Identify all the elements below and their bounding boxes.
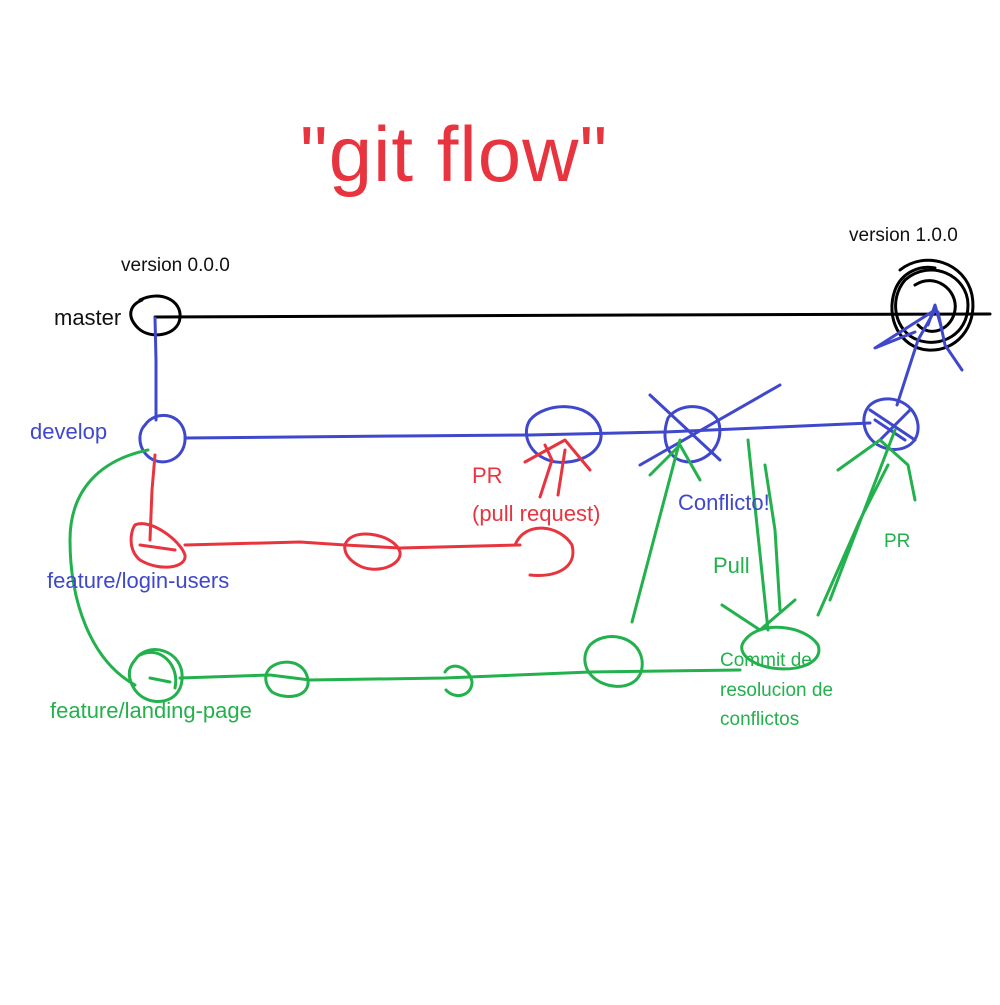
diagram-title: "git flow" [300,110,609,198]
feature-landing-commit-2 [264,660,310,698]
develop-commit-pr [524,405,603,464]
master-branch-line [153,312,992,319]
feature-landing-commit-4 [583,635,644,688]
version-release-label: version 1.0.0 [849,225,958,246]
commit-resolution-line3: conflictos [720,709,800,730]
branch-label-master: master [54,305,122,330]
version-start-label: version 0.0.0 [121,255,230,276]
feature-login-commit-2 [343,532,402,571]
feature-landing-arrows [630,428,917,632]
commit-resolution-line2: resolucion de [720,680,834,701]
pr-green-label: PR [884,531,911,552]
feature-login-branch-vertical [148,453,157,542]
feature-landing-branch-line [178,668,742,682]
master-commit-release [890,258,975,352]
conflict-label: Conflicto! [678,490,770,515]
develop-branch-line [183,421,872,440]
feature-login-branch-line [183,540,522,550]
branch-label-develop: develop [30,419,108,444]
feature-login-commit-1 [129,522,187,569]
commit-resolution-line1: Commit de [720,650,812,671]
pull-label: Pull [713,553,750,578]
feature-landing-commit-resolution [740,625,821,671]
feature-landing-branch-curve [68,448,150,687]
feature-login-commit-3 [513,526,575,578]
branch-label-feature-login: feature/login-users [47,568,230,593]
develop-branch-vertical [153,316,158,422]
branch-label-feature-landing: feature/landing-page [50,698,252,723]
develop-to-master-arrow [873,303,964,407]
pr-label-line1: PR [472,463,503,488]
feature-landing-commit-1 [127,648,184,703]
develop-commit-start [138,413,187,464]
pr-label-line2: (pull request) [472,501,601,526]
feature-login-pr-arrow [523,438,592,499]
develop-commit-conflict [638,383,782,467]
feature-landing-commit-3 [443,664,474,698]
master-commit-start [129,294,182,337]
